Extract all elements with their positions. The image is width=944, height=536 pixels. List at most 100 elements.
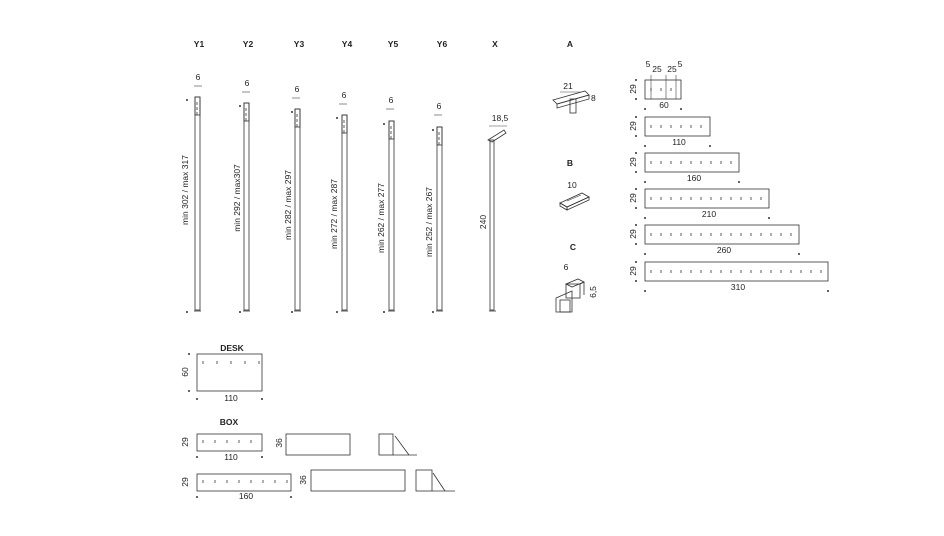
box-160-height: 36 [298,475,308,485]
post-y6: Y6 6 min 252 / max 267 [424,39,447,313]
dimension-end [261,398,263,400]
post-y1-width: 6 [196,72,201,82]
shelf-top-dimensions: 5 25 25 5 [646,59,683,74]
dimension-end [680,108,682,110]
dimension-end [798,253,800,255]
dimension-end [827,290,829,292]
post-y2: Y2 6 min 292 / max307 [232,39,253,313]
desk-depth: 60 [180,367,190,377]
post-y5-width: 6 [389,95,394,105]
post-y4: Y4 6 min 272 / max 287 [329,39,352,313]
dimension-end [738,181,740,183]
post-y5: Y5 6 min 262 / max 277 [376,39,398,313]
dimension-end [261,456,263,458]
box-title: BOX [220,417,239,427]
dimension-end [644,217,646,219]
shelf-260-depth: 29 [628,229,638,239]
bracket-b: B 10 [559,158,590,211]
bracket-b-width: 10 [567,180,577,190]
dimension-end [188,353,190,355]
dimension-end [635,135,637,137]
shelf-110: 29 110 [628,116,711,147]
dimension-end [635,98,637,100]
post-y6-label: Y6 [437,39,448,49]
shelf-310-depth: 29 [628,266,638,276]
shelf-160-length: 160 [687,173,701,183]
dimension-end [635,152,637,154]
shelf-160-depth: 29 [628,157,638,167]
dimension-end [290,496,292,498]
shelf-dim-1: 5 [646,59,651,69]
dimension-end [768,217,770,219]
post-y2-label: Y2 [243,39,254,49]
bracket-c: C 6 6,5 [555,242,598,313]
shelf-260: 29 260 [628,224,800,255]
dimension-end [196,398,198,400]
box-160: 29 160 36 [180,469,455,501]
post-y5-label: Y5 [388,39,399,49]
bracket-a: A 21 8 [552,39,596,114]
desk-length: 110 [224,393,238,403]
post-y3-width: 6 [295,84,300,94]
dimension-end [644,181,646,183]
bracket-a-label: A [567,39,573,49]
bracket-c-width: 6 [564,262,569,272]
shelf-60-length: 60 [659,100,669,110]
detail-marks [188,79,829,498]
desk-title: DESK [220,343,244,353]
box-110-length: 110 [224,452,238,462]
box-110: BOX 29 110 36 [180,417,417,462]
post-y5-height: min 262 / max 277 [376,183,386,253]
dimension-end [196,456,198,458]
post-y3-height: min 282 / max 297 [283,170,293,240]
bracket-b-label: B [567,158,573,168]
post-x-height: 240 [478,215,488,229]
dimension-end [644,145,646,147]
dimension-end [635,243,637,245]
dimension-end [635,224,637,226]
shelf-dim-4: 5 [678,59,683,69]
bracket-c-height: 6,5 [588,286,598,298]
dimension-end [709,145,711,147]
shelf-260-length: 260 [717,245,731,255]
shelf-310-length: 310 [731,282,745,292]
post-y4-label: Y4 [342,39,353,49]
dimension-end [644,253,646,255]
post-x: X 18,5 240 [478,39,509,312]
post-y6-height: min 252 / max 267 [424,187,434,257]
bracket-a-height: 8 [591,93,596,103]
post-y4-width: 6 [342,90,347,100]
shelf-60: 29 60 [628,75,682,110]
shelf-dim-3: 25 [667,64,677,74]
box-160-depth: 29 [180,477,190,487]
shelf-110-length: 110 [672,137,686,147]
dimension-end [635,207,637,209]
shelf-dim-2: 25 [652,64,662,74]
shelf-210: 29 210 [628,188,770,219]
post-y2-width: 6 [245,78,250,88]
post-y3: Y3 6 min 282 / max 297 [283,39,304,313]
post-y3-label: Y3 [294,39,305,49]
desk: DESK 60 110 [180,343,263,403]
box-160-length: 160 [239,491,253,501]
post-y1: Y1 6 min 302 / max 317 [180,39,204,313]
dimension-end [644,108,646,110]
shelf-210-length: 210 [702,209,716,219]
dimension-end [635,79,637,81]
dimension-end [635,171,637,173]
dimension-end [188,390,190,392]
shelf-310: 29 310 [628,261,829,292]
bracket-c-label: C [570,242,576,252]
shelf-60-depth: 29 [628,84,638,94]
post-y2-height: min 292 / max307 [232,164,242,232]
dimension-end [644,290,646,292]
dimension-end [635,116,637,118]
post-y4-height: min 272 / max 287 [329,179,339,249]
post-y6-width: 6 [437,101,442,111]
box-110-height: 36 [274,438,284,448]
dimension-end [635,280,637,282]
dimension-end [196,496,198,498]
bracket-a-width: 21 [563,81,573,91]
dimension-end [635,188,637,190]
